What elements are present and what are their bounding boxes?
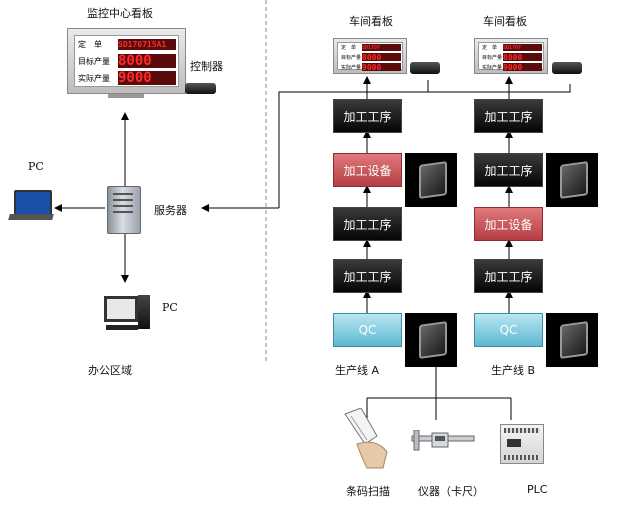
desktop-tower-icon bbox=[138, 295, 150, 329]
desktop-monitor-icon bbox=[104, 296, 138, 322]
monitor-board-title: 监控中心看板 bbox=[87, 7, 153, 20]
line-a-step-1: 加工工序 bbox=[333, 99, 402, 133]
workshop-board-title-b: 车间看板 bbox=[483, 15, 527, 28]
server-icon bbox=[107, 186, 141, 234]
network-bus bbox=[278, 84, 571, 208]
board-row-actual: 实际产量 9000 bbox=[75, 70, 178, 86]
line-a-label: 生产线 A bbox=[335, 364, 380, 377]
pc-label-bottom: PC bbox=[162, 301, 178, 314]
line-a-step-5: QC bbox=[333, 313, 402, 347]
controller-box-icon-b bbox=[552, 62, 582, 74]
server-label: 服务器 bbox=[154, 204, 187, 217]
line-b-step-1: 加工工序 bbox=[474, 99, 543, 133]
line-b-label: 生产线 B bbox=[491, 364, 536, 377]
line-b-step-4: 加工工序 bbox=[474, 259, 543, 293]
line-a-step-3: 加工工序 bbox=[333, 207, 402, 241]
controller-box-icon-a bbox=[410, 62, 440, 74]
line-b-step-5: QC bbox=[474, 313, 543, 347]
pc-label-left: PC bbox=[28, 160, 44, 173]
board-row-order: 定 单 SD170715A1 bbox=[75, 37, 178, 52]
keyboard-icon bbox=[106, 325, 138, 330]
board-row-target: 目标产量 8000 bbox=[75, 53, 178, 69]
tablet-terminal-icon bbox=[405, 153, 457, 207]
controller-label: 控制器 bbox=[190, 60, 223, 73]
plc-label: PLC bbox=[527, 483, 548, 496]
barcode-scan-label: 条码扫描 bbox=[346, 485, 390, 498]
tablet-terminal-icon bbox=[546, 153, 598, 207]
monitoring-center-board: 定 单 SD170715A1 目标产量 8000 实际产量 9000 bbox=[67, 28, 186, 94]
line-b-step-3: 加工设备 bbox=[474, 207, 543, 241]
office-area-label: 办公区域 bbox=[88, 364, 132, 377]
barcode-scanner-icon bbox=[344, 408, 388, 469]
tablet-terminal-icon bbox=[546, 313, 598, 367]
laptop-base bbox=[8, 214, 54, 220]
line-a-step-2: 加工设备 bbox=[333, 153, 402, 187]
line-a-step-4: 加工工序 bbox=[333, 259, 402, 293]
workshop-board-title-a: 车间看板 bbox=[349, 15, 393, 28]
monitor-stand bbox=[108, 94, 144, 98]
controller-box-icon bbox=[185, 83, 216, 94]
plc-icon bbox=[500, 424, 544, 464]
caliper-icon bbox=[411, 430, 475, 451]
line-b-step-2: 加工工序 bbox=[474, 153, 543, 187]
laptop-icon bbox=[14, 190, 52, 216]
instrument-label: 仪器（卡尺） bbox=[418, 485, 484, 498]
tablet-terminal-icon bbox=[405, 313, 457, 367]
